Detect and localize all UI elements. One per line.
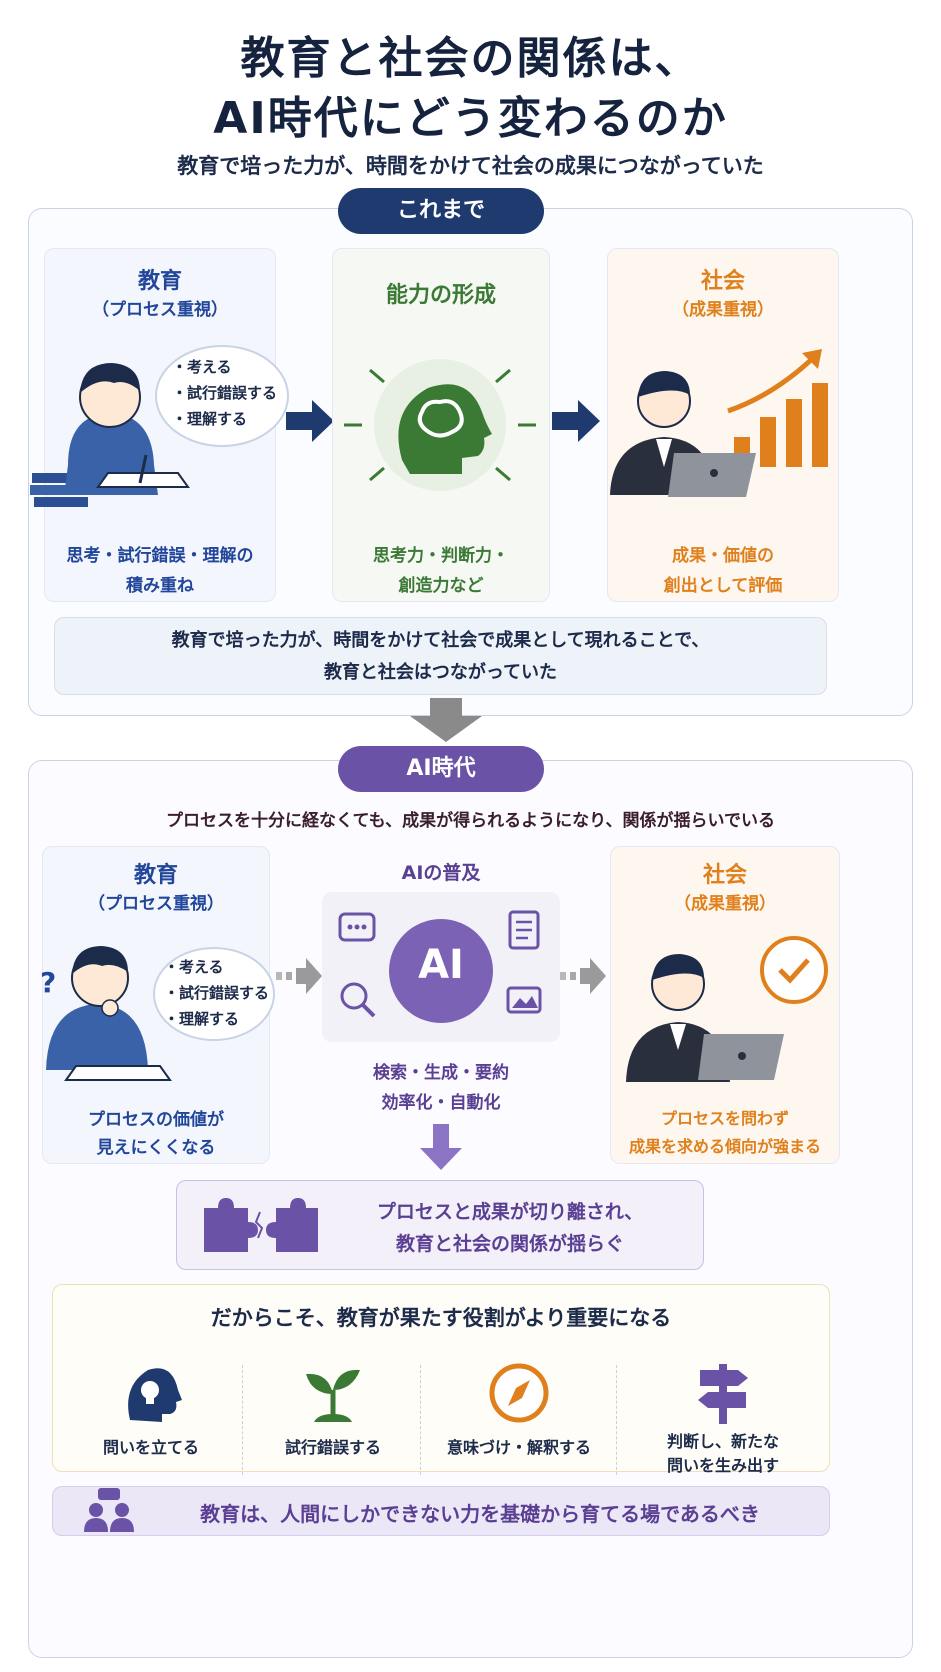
before-thought-bullets: ・考える ・試行錯誤する ・理解する: [172, 354, 292, 432]
role-ask-questions: 問いを立てる: [56, 1360, 246, 1460]
role-divider-1: [242, 1365, 243, 1475]
before-ability-caption2: 創造力など: [398, 576, 484, 596]
ai-circle-icon: [389, 919, 493, 1023]
dashed-arrow-icon-2: [560, 958, 606, 994]
businessman-check-icon: [626, 936, 828, 1082]
ai-society-heading: 社会: [702, 863, 747, 888]
before-education-caption1: 思考・試行錯誤・理解の: [66, 546, 254, 566]
role-divider-2: [420, 1365, 421, 1475]
page-title-line1: 教育と社会の関係は、: [240, 33, 701, 84]
conclusion-box: [52, 1486, 830, 1536]
split-text: プロセスと成果が切り離され、 教育と社会の関係が揺らぐ: [330, 1196, 690, 1260]
role-trial-error: 試行錯誤する: [238, 1360, 428, 1460]
puzzle-pieces-icon: [204, 1198, 318, 1252]
split-line1: プロセスと成果が切り離され、: [376, 1201, 644, 1223]
before-bullet-2: ・試行錯誤する: [172, 384, 278, 402]
role-divider-3: [616, 1365, 617, 1475]
before-society-heading: 社会: [700, 269, 745, 294]
before-society-sub: （成果重視）: [672, 300, 774, 320]
studying-student-icon: [30, 363, 190, 507]
thinking-student-icon: [46, 946, 172, 1081]
before-education-heading: 教育: [137, 269, 182, 294]
before-education-card: 教育 （プロセス重視） 思考・試行錯誤・理解の 積み重ね: [44, 248, 276, 602]
before-education-sub: （プロセス重視）: [92, 300, 228, 320]
thought-cloud-icon-2: [153, 947, 275, 1041]
sprout-icon: [306, 1369, 360, 1422]
brain-head-icon: [344, 359, 536, 491]
role-interpret: 意味づけ・解釈する: [424, 1360, 614, 1460]
ai-thought-bullets: ・考える ・試行錯誤する ・理解する: [164, 954, 278, 1032]
question-mark: ?: [40, 966, 57, 999]
ai-spread-caption1: 検索・生成・要約: [373, 1063, 509, 1083]
conclusion-text: 教育は、人間にしかできない力を基礎から育てる場であるべき: [200, 1502, 760, 1526]
before-note-line1: 教育で培った力が、時間をかけて社会で成果として現れることで、: [171, 630, 710, 651]
roles-heading: だからこそ、教育が果たす役割がより重要になる: [210, 1306, 672, 1330]
ai-society-card: 社会 （成果重視） プロセスを問わず 成果を求める傾向が強まる: [610, 846, 840, 1164]
dashed-arrow-icon: [276, 958, 322, 994]
role-3-label: 意味づけ・解釈する: [446, 1438, 591, 1457]
signpost-icon: [698, 1364, 748, 1424]
ai-bullet-1: ・考える: [164, 958, 224, 976]
ai-education-sub: （プロセス重視）: [88, 894, 224, 914]
ai-bullet-2: ・試行錯誤する: [164, 984, 270, 1002]
before-note: 教育で培った力が、時間をかけて社会で成果として現れることで、 教育と社会はつなが…: [54, 617, 827, 695]
people-talking-icon: [84, 1488, 134, 1532]
businessman-growth-icon: [610, 349, 828, 497]
before-society-caption2: 創出として評価: [663, 576, 783, 596]
ai-society-caption2: 成果を求める傾向が強まる: [628, 1137, 821, 1156]
compass-icon: [489, 1363, 549, 1423]
split-box: [176, 1180, 704, 1270]
role-2-label: 試行錯誤する: [284, 1438, 381, 1457]
before-education-caption2: 積み重ね: [126, 576, 194, 596]
ai-education-caption2: 見えにくくなる: [96, 1138, 216, 1158]
arrow-right-icon: [286, 400, 334, 442]
split-line2: 教育と社会の関係が揺らぐ: [395, 1233, 624, 1255]
ai-society-sub: （成果重視）: [674, 894, 776, 914]
lightbulb-head-icon: [128, 1368, 182, 1422]
before-ability-card: 能力の形成 思考力・判断力・ 創造力など: [332, 248, 550, 602]
ai-lead: プロセスを十分に経なくても、成果が得られるようになり、関係が揺らいでいる: [166, 811, 775, 831]
ai-society-caption1: プロセスを問わず: [660, 1109, 789, 1128]
arrow-down-icon: [410, 698, 482, 742]
before-ability-caption1: 思考力・判断力・: [373, 546, 509, 566]
ai-pill: AI時代: [338, 746, 544, 792]
before-note-line2: 教育と社会はつながっていた: [323, 662, 558, 683]
ai-spread-heading: AIの普及: [401, 862, 481, 884]
before-bullet-3: ・理解する: [172, 410, 248, 428]
ai-spread-caption2: 効率化・自動化: [381, 1093, 501, 1113]
ai-education-heading: 教育: [133, 863, 178, 888]
before-ability-heading: 能力の形成: [385, 283, 496, 308]
page-subtitle: 教育で培った力が、時間をかけて社会の成果につながっていた: [177, 154, 764, 178]
ai-education-caption1: プロセスの価値が: [88, 1110, 224, 1130]
arrow-right-icon-2: [552, 400, 600, 442]
ai-center-label: AI: [418, 942, 464, 988]
thought-cloud-icon: [155, 345, 289, 447]
ai-bullet-3: ・理解する: [164, 1010, 240, 1028]
ai-tools-icons: [338, 910, 542, 1018]
before-bullet-1: ・考える: [172, 358, 232, 376]
purple-down-arrow-icon: [420, 1124, 462, 1170]
role-4-label2: 問いを生み出す: [666, 1456, 779, 1475]
before-society-caption1: 成果・価値の: [672, 546, 774, 566]
before-pill: これまで: [338, 188, 544, 234]
page-title-line2: AI時代にどう変わるのか: [213, 93, 728, 144]
role-1-label: 問いを立てる: [102, 1438, 199, 1457]
role-judge: 判断し、新たな 問いを生み出す: [628, 1360, 818, 1478]
role-4-label1: 判断し、新たな: [666, 1432, 779, 1451]
